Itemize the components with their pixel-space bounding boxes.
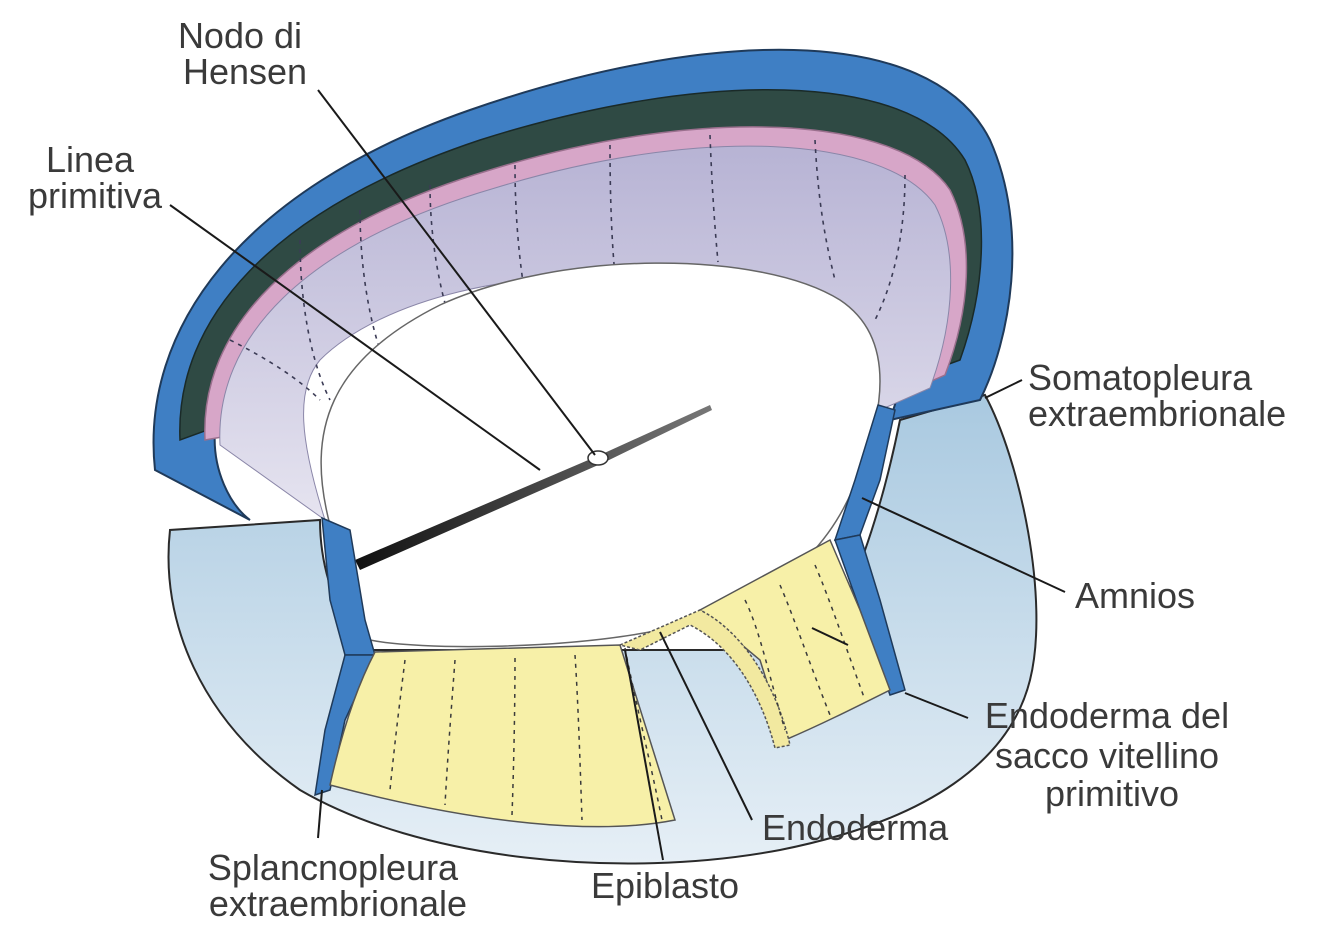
label-epiblasto: Epiblasto xyxy=(591,865,739,906)
label-amnios: Amnios xyxy=(1075,575,1195,616)
label-endoderma-sacco: Endoderma del sacco vitellino primitivo xyxy=(985,695,1239,814)
hensens-node xyxy=(588,451,608,465)
label-somatopleura-line2: extraembrionale xyxy=(1028,393,1286,434)
label-linea-primitiva: Linea primitiva xyxy=(28,139,163,216)
leader-somatopleura xyxy=(985,380,1022,398)
label-endoderma: Endoderma xyxy=(762,807,949,848)
label-linea-primitiva-line1: Linea xyxy=(46,139,135,180)
label-linea-primitiva-line2: primitiva xyxy=(28,175,163,216)
label-somatopleura: Somatopleura extraembrionale xyxy=(1028,357,1286,434)
label-splancnopleura-line1: Splancnopleura xyxy=(208,847,459,888)
label-splancnopleura-line2: extraembrionale xyxy=(209,883,467,924)
label-nodo-hensen-line2: Hensen xyxy=(183,51,307,92)
label-somatopleura-line1: Somatopleura xyxy=(1028,357,1253,398)
label-endoderma-sacco-line2: sacco vitellino xyxy=(995,735,1219,776)
label-endoderma-sacco-line1: Endoderma del xyxy=(985,695,1229,736)
label-nodo-hensen: Nodo di Hensen xyxy=(178,15,312,92)
label-endoderma-sacco-line3: primitivo xyxy=(1045,773,1179,814)
label-splancnopleura: Splancnopleura extraembrionale xyxy=(208,847,468,924)
label-nodo-hensen-line1: Nodo di xyxy=(178,15,302,56)
